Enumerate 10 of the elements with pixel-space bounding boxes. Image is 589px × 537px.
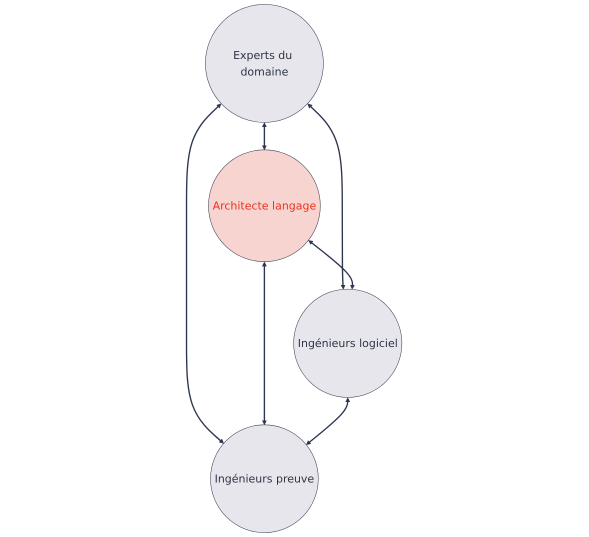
arrow [306,397,350,445]
node-circle: Experts du domaine [205,4,324,123]
node-circle: Architecte langage [208,150,321,262]
arrow [308,240,356,290]
arrow [262,122,268,150]
arrow [308,104,346,290]
node-circle: Ingénieurs preuve [210,424,319,533]
arrow [262,262,268,426]
arrow [186,104,224,444]
node-circle: Ingénieurs logiciel [294,288,402,398]
